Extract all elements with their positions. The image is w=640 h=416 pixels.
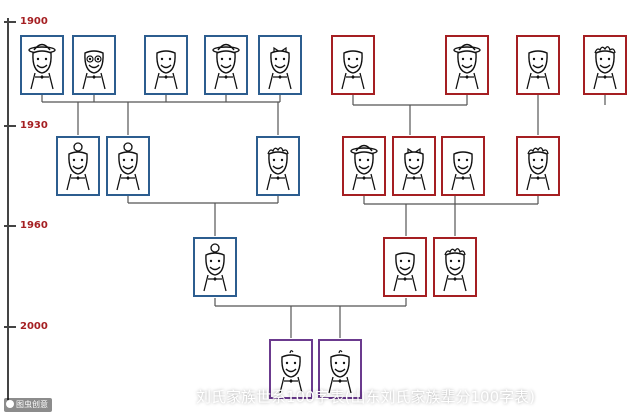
face-icon <box>350 144 378 191</box>
portrait-gen1960-1 <box>193 237 237 297</box>
year-label-1900: 1900 <box>20 16 48 27</box>
year-label-1960: 1960 <box>20 220 48 231</box>
face-icon <box>451 151 475 191</box>
portrait-gen1930-1 <box>56 136 100 196</box>
face-icon <box>279 350 303 394</box>
face-icon <box>203 243 227 292</box>
face-icon <box>453 43 481 90</box>
watermark-badge: 图虫创意 <box>4 398 52 412</box>
portrait-gen1930-6 <box>441 136 485 196</box>
year-label-2000: 2000 <box>20 321 48 332</box>
connectors <box>41 95 606 338</box>
portrait-gen1900-7 <box>445 35 489 95</box>
year-label-1930: 1930 <box>20 120 48 131</box>
watermark-text: 图虫创意 <box>16 400 48 409</box>
portrait-gen1900-1 <box>20 35 64 95</box>
watermark-logo-icon <box>6 400 14 408</box>
face-icon <box>266 147 290 191</box>
portrait-gen1900-6 <box>331 35 375 95</box>
face-icon <box>526 50 550 90</box>
face-icon <box>393 252 417 292</box>
face-icon <box>212 43 240 90</box>
face-icon <box>116 142 140 191</box>
face-icon <box>28 43 56 90</box>
face-icon <box>341 50 365 90</box>
portrait-gen1900-9 <box>583 35 627 95</box>
portrait-gen1930-7 <box>516 136 560 196</box>
portrait-gen1900-5 <box>258 35 302 95</box>
portrait-gen1900-8 <box>516 35 560 95</box>
face-icon <box>328 350 352 394</box>
face-icon <box>402 147 426 191</box>
portrait-gen1930-3 <box>256 136 300 196</box>
caption-text: 刘氏家族世系100字表(山东刘氏家族辈分100字表) <box>196 388 535 406</box>
face-icon <box>268 46 292 90</box>
portrait-gen2000-2 <box>318 339 362 399</box>
portrait-gen1930-5 <box>392 136 436 196</box>
portrait-gen1900-2 <box>72 35 116 95</box>
portrait-gen1930-2 <box>106 136 150 196</box>
portrait-gen1960-2 <box>383 237 427 297</box>
portrait-gen1900-4 <box>204 35 248 95</box>
face-icon <box>593 46 617 90</box>
face-icon <box>443 248 467 292</box>
face-icon <box>66 142 90 191</box>
portrait-gen2000-1 <box>269 339 313 399</box>
portrait-gen1900-3 <box>144 35 188 95</box>
face-icon <box>526 147 550 191</box>
face-icon <box>82 50 106 90</box>
portrait-gen1960-3 <box>433 237 477 297</box>
portrait-gen1930-4 <box>342 136 386 196</box>
face-icon <box>154 50 178 90</box>
